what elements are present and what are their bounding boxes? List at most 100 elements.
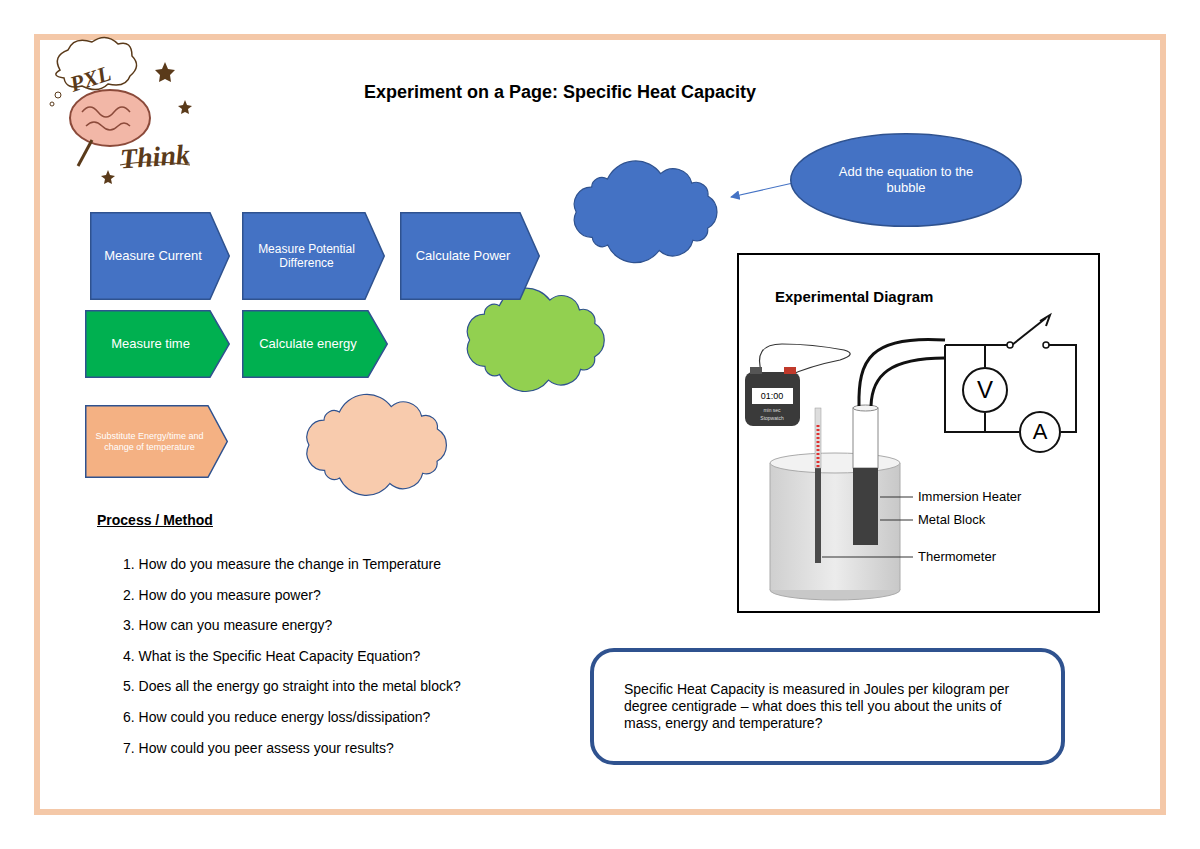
step-chevron: Measure time xyxy=(85,310,230,378)
chevron-shape xyxy=(243,311,388,378)
question-box: Specific Heat Capacity is measured in Jo… xyxy=(590,648,1065,765)
stopwatch-body xyxy=(745,372,800,426)
beaker-rim xyxy=(770,453,900,473)
page-frame xyxy=(37,37,1163,812)
node-text: Measure Current xyxy=(100,248,206,264)
box-shape xyxy=(738,254,1099,612)
label-wrap: 7. How could you peer assess your result… xyxy=(123,740,394,757)
label-wrap: 4. What is the Specific Heat Capacity Eq… xyxy=(123,648,420,665)
label-wrap: Metal Block xyxy=(918,512,985,528)
label-text: Process / Method xyxy=(97,512,213,529)
stopwatch-button xyxy=(784,367,796,374)
switch xyxy=(1012,318,1046,345)
node-text: Specific Heat Capacity is measured in Jo… xyxy=(624,681,1037,731)
apparatus-illustration xyxy=(853,405,878,411)
metal-block xyxy=(853,468,878,545)
logo xyxy=(178,100,192,114)
switch-contact xyxy=(1007,342,1013,348)
node-text: Measure time xyxy=(95,336,206,352)
logo xyxy=(50,37,192,184)
circuit-wires xyxy=(1040,315,1050,326)
logo xyxy=(55,92,61,98)
ammeter-symbol xyxy=(1020,412,1060,452)
beaker xyxy=(770,463,900,590)
label-wrap: Process / Method xyxy=(97,512,213,529)
label-wrap: Thermometer xyxy=(918,549,996,565)
label-wrap: 1. How do you measure the change in Temp… xyxy=(123,556,441,573)
circuit-wires xyxy=(984,413,986,432)
callout-ellipse: Add the equation to the bubble xyxy=(790,133,1022,227)
label-text: Stopwatch xyxy=(760,415,783,421)
label-wrap: Stopwatch xyxy=(760,415,783,421)
switch-contact xyxy=(1043,342,1049,348)
logo xyxy=(78,140,92,166)
label-text: Think xyxy=(119,138,191,176)
label-text: 7. How could you peer assess your result… xyxy=(123,740,394,757)
cloud-bubble xyxy=(574,161,717,263)
logo xyxy=(82,107,130,130)
label-wrap: Immersion Heater xyxy=(918,489,1021,505)
node-text: Substitute Energy/time and change of tem… xyxy=(95,431,204,453)
label-text: 1. How do you measure the change in Temp… xyxy=(123,556,441,573)
circuit-wires xyxy=(945,344,1008,346)
circuit-wires xyxy=(984,345,986,367)
stopwatch-display xyxy=(752,388,793,404)
chevron-shape xyxy=(91,213,230,300)
label-text: 01:00 xyxy=(761,391,784,402)
label-text: 6. How could you reduce energy loss/diss… xyxy=(123,709,430,726)
voltmeter-symbol xyxy=(963,368,1007,412)
cloud-bubble xyxy=(307,394,447,495)
label-text: 3. How can you measure energy? xyxy=(123,617,332,634)
label-text: V xyxy=(977,376,993,405)
leader-line xyxy=(880,520,913,521)
apparatus-illustration xyxy=(770,463,771,590)
logo xyxy=(101,170,115,184)
node-text: Measure Potential Difference xyxy=(252,242,361,271)
label-text: Immersion Heater xyxy=(918,489,1021,505)
circuit-wires xyxy=(945,315,1076,432)
label-wrap: A xyxy=(1033,419,1048,445)
chevron-shape xyxy=(86,406,228,478)
leader-line xyxy=(880,497,913,498)
logo xyxy=(155,62,175,82)
logo xyxy=(70,90,150,146)
node-text: Add the equation to the bubble xyxy=(824,164,988,195)
label-wrap: min sec xyxy=(763,407,780,413)
step-chevron: Calculate energy xyxy=(242,310,388,378)
thermometer xyxy=(815,408,821,563)
step-chevron: Measure Potential Difference xyxy=(242,212,385,300)
stopwatch-lanyard xyxy=(760,344,851,376)
label-wrap: Think xyxy=(119,138,191,176)
box-shape xyxy=(592,650,1063,763)
step-chevron: Calculate Power xyxy=(400,212,540,300)
label-wrap: V xyxy=(977,376,993,405)
chevron-shape xyxy=(243,213,385,300)
chevron-shape xyxy=(86,311,230,378)
label-wrap: 6. How could you reduce energy loss/diss… xyxy=(123,709,430,726)
label-wrap: 3. How can you measure energy? xyxy=(123,617,332,634)
label-wrap: 5. Does all the energy go straight into … xyxy=(123,678,461,695)
leader-line xyxy=(822,557,913,558)
label-text: Metal Block xyxy=(918,512,985,528)
apparatus-illustration xyxy=(815,408,821,468)
heater-wire xyxy=(871,358,945,406)
label-text: 4. What is the Specific Heat Capacity Eq… xyxy=(123,648,420,665)
stopwatch-button xyxy=(750,367,762,374)
label-text: 2. How do you measure power? xyxy=(123,587,321,604)
label-text: Thermometer xyxy=(918,549,996,565)
circuit-wires xyxy=(945,345,1019,432)
thermometer-scale xyxy=(817,425,820,467)
apparatus-illustration xyxy=(745,315,1076,600)
label-wrap: PXL xyxy=(67,60,115,98)
immersion-heater xyxy=(853,408,878,468)
label-text: 5. Does all the energy go straight into … xyxy=(123,678,461,695)
label-wrap: 2. How do you measure power? xyxy=(123,587,321,604)
apparatus-illustration xyxy=(900,463,901,590)
step-chevron: Substitute Energy/time and change of tem… xyxy=(85,405,228,478)
node-text: Experimental Diagram xyxy=(775,288,1090,306)
page-title: Experiment on a Page: Specific Heat Capa… xyxy=(300,82,820,103)
chevron-shape xyxy=(401,213,540,300)
ellipse-shape xyxy=(791,134,1022,227)
